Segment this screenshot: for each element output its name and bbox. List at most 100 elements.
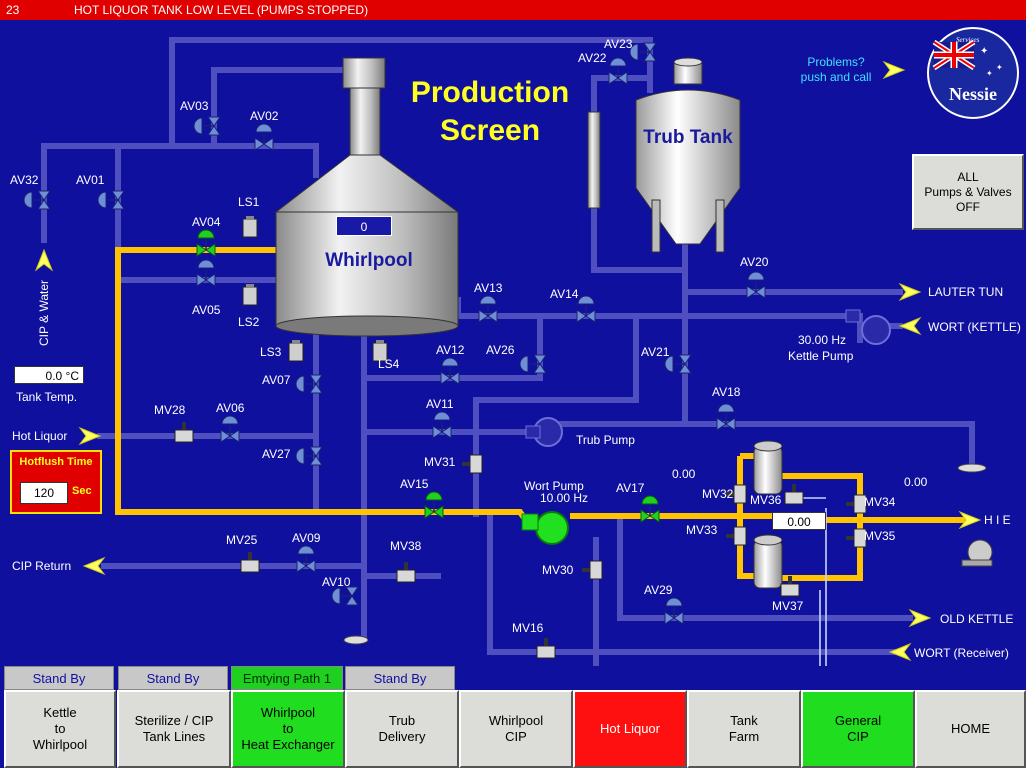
av06-valve[interactable]: [220, 415, 240, 443]
av11-valve[interactable]: [432, 411, 452, 439]
wort-pump[interactable]: [521, 511, 569, 545]
mv35-valve[interactable]: [846, 528, 867, 548]
ls3-valve[interactable]: [288, 340, 304, 362]
av20-valve[interactable]: [746, 271, 766, 299]
mv28-label: MV28: [154, 403, 186, 417]
hotflush-panel: Hotflush Time 120 Sec: [10, 450, 102, 514]
src-cip-water: CIP & Water: [37, 280, 51, 346]
hie-pump-icon[interactable]: [961, 539, 993, 567]
nav-whirlpool-cip[interactable]: Whirlpool CIP: [459, 690, 573, 768]
nessie-logo[interactable]: ✦ ✦ ✦ Services Nessie: [926, 24, 1020, 122]
src-hot-liquor: Hot Liquor: [12, 429, 67, 443]
sequence-status-row: Stand By Stand By Emtying Path 1 Stand B…: [0, 666, 1026, 690]
av01-valve[interactable]: [97, 190, 125, 210]
trub-pump[interactable]: [525, 417, 563, 447]
mv16-valve[interactable]: [536, 638, 556, 659]
av15-label: AV15: [400, 477, 429, 491]
av26-valve[interactable]: [519, 354, 547, 374]
av04-valve[interactable]: [196, 229, 216, 257]
mv36-valve[interactable]: [784, 484, 804, 505]
mv32-label: MV32: [702, 487, 734, 501]
mv28-valve[interactable]: [174, 422, 194, 443]
nav-general-cip[interactable]: General CIP: [801, 690, 915, 768]
av23-valve[interactable]: [629, 42, 657, 62]
ls4-valve[interactable]: [372, 340, 388, 362]
av05-valve[interactable]: [196, 259, 216, 287]
av10-label: AV10: [322, 575, 351, 589]
mv33-valve[interactable]: [726, 526, 747, 546]
av23-label: AV23: [604, 37, 633, 51]
av02-label: AV02: [250, 109, 279, 123]
av06-label: AV06: [216, 401, 245, 415]
av32-label: AV32: [10, 173, 39, 187]
av21-valve[interactable]: [664, 354, 692, 374]
av29-valve[interactable]: [664, 597, 684, 625]
av07-label: AV07: [262, 373, 291, 387]
mv38-valve[interactable]: [396, 562, 416, 583]
dest-hie: H I E: [984, 513, 1011, 527]
av03-valve[interactable]: [193, 116, 221, 136]
av20-label: AV20: [740, 255, 769, 269]
dest-wort-receiver: WORT (Receiver): [914, 646, 1009, 660]
hotflush-title: Hotflush Time: [19, 456, 93, 468]
av14-valve[interactable]: [576, 295, 596, 323]
av03-label: AV03: [180, 99, 209, 113]
av17-valve[interactable]: [640, 495, 660, 523]
av15-valve[interactable]: [424, 491, 444, 519]
av32-valve[interactable]: [23, 190, 51, 210]
hotflush-time-input[interactable]: 120: [20, 482, 68, 504]
av10-valve[interactable]: [331, 586, 359, 606]
navigation-bar: Kettle to Whirlpool Sterilize / CIP Tank…: [0, 690, 1026, 768]
kettle-pump[interactable]: [845, 309, 891, 345]
dest-cip-return: CIP Return: [12, 559, 71, 573]
logo-tag: Services: [956, 36, 980, 44]
av12-valve[interactable]: [440, 357, 460, 385]
av13-label: AV13: [474, 281, 503, 295]
mv37-valve[interactable]: [780, 576, 800, 597]
all-pumps-valves-off-button[interactable]: ALL Pumps & Valves OFF: [912, 154, 1024, 230]
dest-old-kettle: OLD KETTLE: [940, 612, 1013, 626]
nav-sterilize-cip[interactable]: Sterilize / CIP Tank Lines: [117, 690, 231, 768]
mv32-valve[interactable]: [726, 484, 747, 504]
av13-valve[interactable]: [478, 295, 498, 323]
hotflush-unit: Sec: [72, 485, 92, 497]
av18-valve[interactable]: [716, 403, 736, 431]
nav-home[interactable]: HOME: [915, 690, 1026, 768]
ls1-valve[interactable]: [242, 216, 258, 238]
mv34-label: MV34: [864, 495, 896, 509]
trub-tank-vessel: Trub Tank: [587, 57, 741, 253]
mv30-label: MV30: [542, 563, 574, 577]
av27-valve[interactable]: [295, 446, 323, 466]
dest-wort-kettle: WORT (KETTLE): [928, 320, 1021, 334]
ls4-label: LS4: [378, 357, 400, 371]
hie-flow-readout: 0.00: [772, 512, 826, 530]
av18-label: AV18: [712, 385, 741, 399]
alarm-banner: 23 HOT LIQUOR TANK LOW LEVEL (PUMPS STOP…: [0, 0, 1026, 20]
av05-label: AV05: [192, 303, 221, 317]
av07-valve[interactable]: [295, 374, 323, 394]
mv30-valve[interactable]: [582, 560, 603, 580]
av02-valve[interactable]: [254, 123, 274, 151]
av22-label: AV22: [578, 51, 607, 65]
mv37-label: MV37: [772, 599, 804, 613]
av09-valve[interactable]: [296, 545, 316, 573]
nav-hot-liquor[interactable]: Hot Liquor: [573, 690, 687, 768]
mv35-label: MV35: [864, 529, 896, 543]
whirlpool-label: Whirlpool: [325, 250, 413, 271]
help-call-text[interactable]: Problems? push and call: [790, 55, 882, 85]
pipe-network: [41, 37, 975, 666]
nav-tank-farm[interactable]: Tank Farm: [687, 690, 801, 768]
kettle-pump-freq: 30.00 Hz: [798, 333, 846, 347]
help-text: Problems? push and call: [800, 55, 872, 84]
av12-label: AV12: [436, 343, 465, 357]
mv31-valve[interactable]: [462, 454, 483, 474]
ls2-valve[interactable]: [242, 284, 258, 306]
mv36-label: MV36: [750, 493, 782, 507]
nav-kettle-to-whirlpool[interactable]: Kettle to Whirlpool: [4, 690, 116, 768]
av22-valve[interactable]: [608, 57, 628, 85]
nav-trub-delivery[interactable]: Trub Delivery: [345, 690, 459, 768]
heat-exchanger: [753, 440, 783, 589]
mv25-valve[interactable]: [240, 552, 260, 573]
nav-whirlpool-to-hie[interactable]: Whirlpool to Heat Exchanger: [231, 690, 345, 768]
mv34-valve[interactable]: [846, 494, 867, 514]
